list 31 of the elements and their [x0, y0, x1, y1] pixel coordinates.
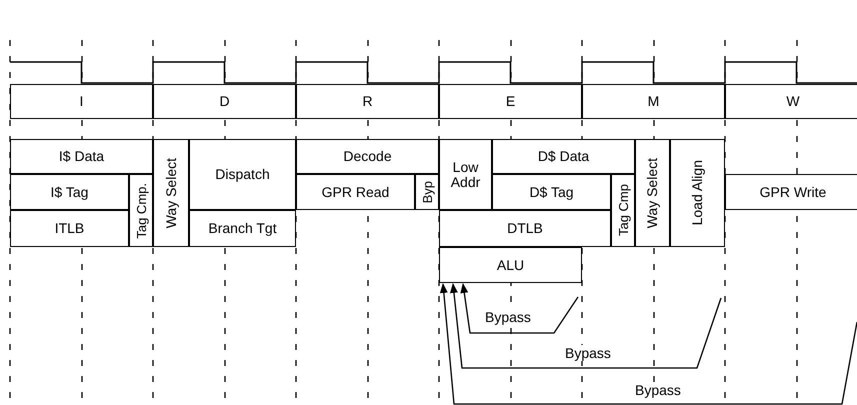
stage-box: W [725, 84, 857, 119]
pipeline-block: ALU [439, 247, 582, 283]
edge-label: Bypass [633, 382, 683, 398]
pipeline-block: Dispatch [189, 139, 296, 210]
pipeline-block: DTLB [439, 210, 611, 247]
edge-label: Bypass [483, 309, 533, 325]
pipeline-block: Load Align [670, 139, 725, 247]
pipeline-block: Low Addr [439, 139, 492, 210]
pipeline-block: Decode [296, 139, 439, 174]
pipeline-block: GPR Read [296, 174, 415, 210]
pipeline-block: Tag Cmp. [129, 174, 153, 247]
stage-box: M [582, 84, 725, 119]
pipeline-block: D$ Data [492, 139, 635, 174]
pipeline-block: D$ Tag [492, 174, 611, 210]
pipeline-block: Branch Tgt [189, 210, 296, 247]
pipeline-block: Byp [415, 174, 439, 210]
pipeline-block: Tag Cmp [611, 174, 635, 247]
bypass-arrow [450, 283, 722, 369]
stage-box: D [153, 84, 296, 119]
edge-label: Bypass [563, 345, 613, 361]
stage-box: R [296, 84, 439, 119]
pipeline-block: I$ Data [10, 139, 153, 174]
pipeline-block: I$ Tag [10, 174, 129, 210]
pipeline-block: ITLB [10, 210, 129, 247]
bypass-arrow [460, 283, 579, 334]
pipeline-block: Way Select [153, 139, 189, 247]
pipeline-block: GPR Write [725, 174, 857, 210]
bypass-arrow [440, 283, 857, 405]
stage-box: I [10, 84, 153, 119]
stage-box: E [439, 84, 582, 119]
pipeline-block: Way Select [635, 139, 670, 247]
